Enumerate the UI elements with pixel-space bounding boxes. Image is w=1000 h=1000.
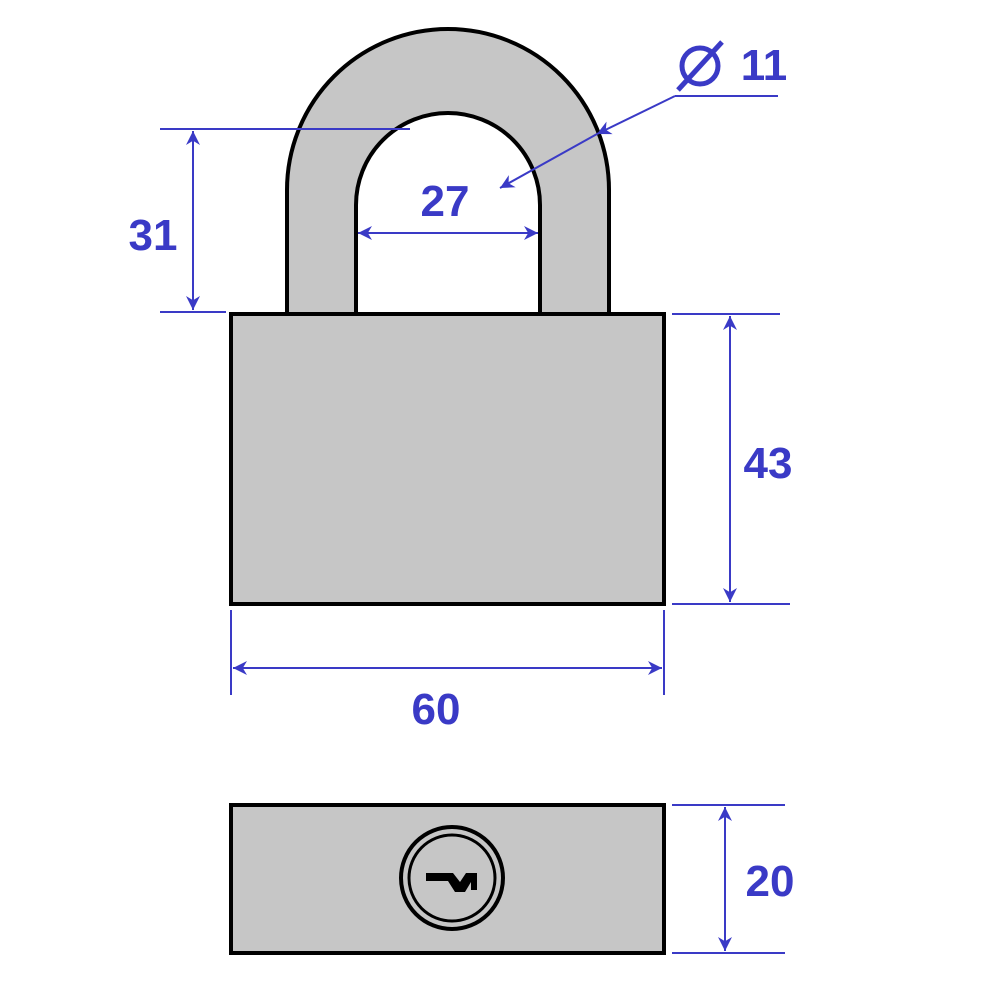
dim-label-shackle-diameter: 11: [741, 41, 788, 90]
dim-label-shackle-inner-width: 27: [421, 177, 470, 226]
dim-label-shackle-height: 31: [129, 211, 178, 260]
padlock-body-front: [229, 312, 666, 606]
extension-lines: [160, 128, 790, 954]
keyhole-icon: [399, 825, 505, 931]
dim-label-body-height: 43: [744, 439, 793, 488]
diameter-leader-inner: [499, 133, 598, 189]
dim-label-body-width: 60: [412, 685, 461, 734]
dimension-lines: [186, 95, 778, 951]
diameter-leader-outer: [596, 95, 676, 135]
shackle: [285, 27, 611, 316]
dim-label-body-thickness: 20: [746, 857, 795, 906]
diameter-symbol: [676, 40, 724, 92]
